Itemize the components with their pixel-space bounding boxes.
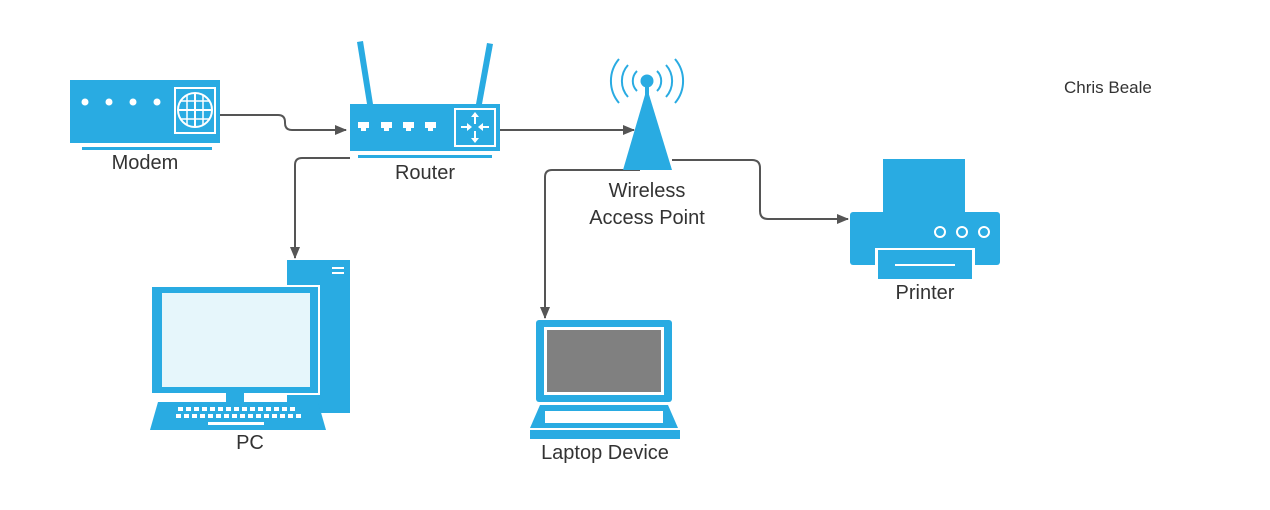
printer-node: Printer <box>850 159 1000 304</box>
pc-node: PC <box>150 260 350 454</box>
access-point-label-line2: Access Point <box>589 207 705 229</box>
modem-icon <box>70 80 220 150</box>
connectors <box>220 114 849 319</box>
connector-modem-router <box>220 114 347 135</box>
modem-node: Modem <box>70 80 220 174</box>
modem-label: Modem <box>112 152 179 174</box>
connector-router-pc <box>290 157 350 259</box>
access-point-label-line1: Wireless <box>609 180 686 202</box>
desktop-pc-icon <box>150 260 350 430</box>
router-node: Router <box>350 41 500 184</box>
laptop-node: Laptop Device <box>530 320 680 464</box>
connector-access-point-laptop <box>540 169 640 319</box>
author-name: Chris Beale <box>1064 78 1152 97</box>
connector-access-point-printer <box>672 159 849 224</box>
printer-label: Printer <box>896 282 955 304</box>
router-icon <box>350 41 500 158</box>
pc-label: PC <box>236 432 264 454</box>
printer-icon <box>850 159 1000 281</box>
laptop-label: Laptop Device <box>541 442 669 464</box>
access-point-node: Wireless Access Point <box>589 58 705 229</box>
access-point-icon <box>609 58 685 170</box>
router-label: Router <box>395 162 455 184</box>
pc-keyboard-keys <box>176 407 301 425</box>
laptop-icon <box>530 320 680 439</box>
